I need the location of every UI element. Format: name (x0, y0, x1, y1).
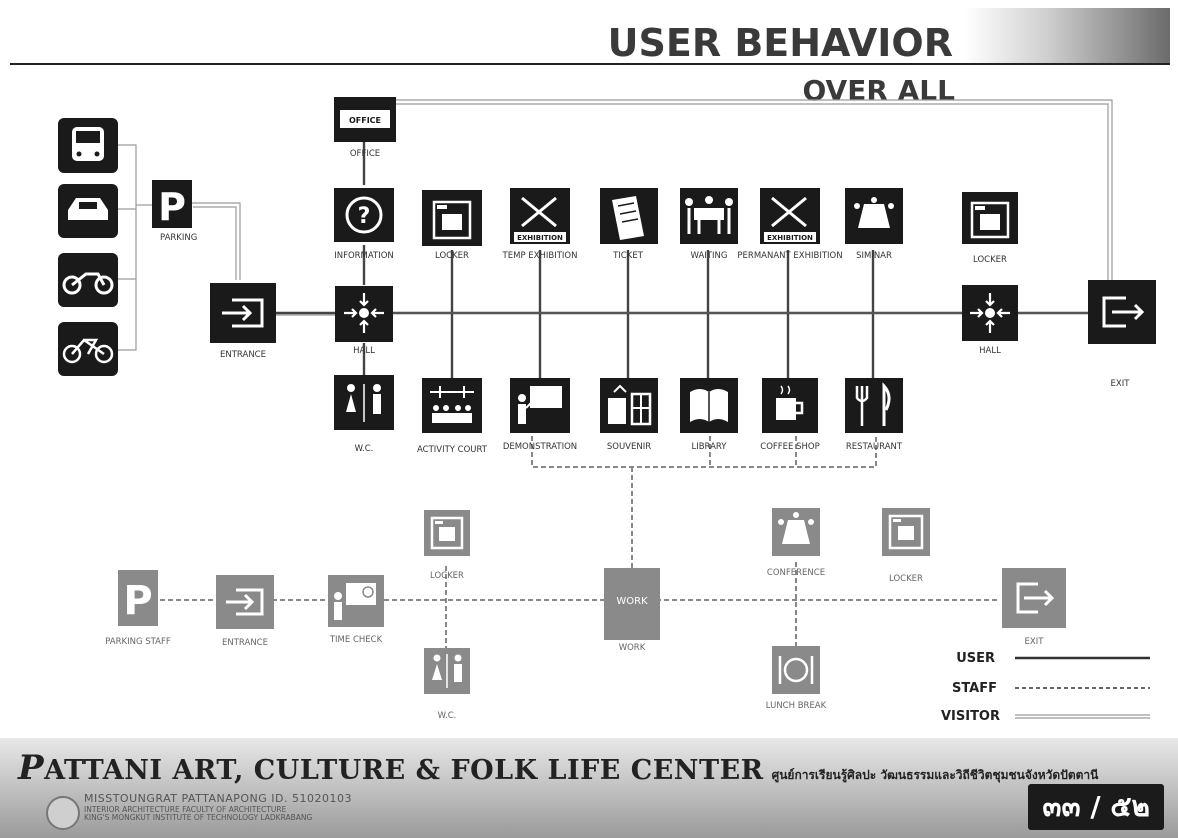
locker-label: LOCKER (435, 251, 469, 261)
exhibition-tag-permanent: EXHIBITION (767, 234, 813, 242)
staff-locker-label: LOCKER (430, 571, 464, 581)
staff-wc-label: W.C. (438, 711, 457, 721)
parking-label: PARKING (160, 233, 197, 243)
demonstration-label: DEMONSTRATION (503, 442, 577, 452)
footer-author: MISSTOUNGRAT PATTANAPONG ID. 51020103 (84, 792, 352, 805)
locker-2-label: LOCKER (973, 255, 1007, 265)
university-seal-icon (46, 796, 80, 830)
information-label: INFORMATION (334, 251, 394, 261)
footer-thai-title: ศูนย์การเรียนรู้ศิลปะ วัฒนธรรมและวิถีชีว… (771, 768, 1099, 782)
footer-banner: PATTANI ART, CULTURE & FOLK LIFE CENTER ศ… (0, 738, 1178, 838)
exhibition-tag-temp: EXHIBITION (517, 234, 563, 242)
staff-entrance-label: ENTRANCE (222, 638, 268, 648)
footer-info: MISSTOUNGRAT PATTANAPONG ID. 51020103 IN… (84, 792, 352, 823)
svg-text:P: P (158, 185, 186, 229)
parking-icon (152, 180, 192, 228)
ticket-label: TICKET (612, 251, 644, 261)
svg-text:?: ? (358, 204, 371, 229)
legend-user: USER (956, 651, 995, 666)
page-subtitle: OVER ALL (802, 74, 955, 107)
staff-parking-icon (118, 570, 158, 626)
coffee-shop-label: COFFEE SHOP (760, 442, 819, 452)
behavior-diagram: USER BEHAVIOR OVER ALL (10, 8, 1170, 724)
permanent-exhibition-label: PERMANANT EXHIBITION (737, 251, 842, 261)
legend-staff: STAFF (952, 681, 997, 696)
work-box (604, 568, 660, 640)
time-check-label: TIME CHECK (329, 635, 383, 645)
souvenir-label: SOUVENIR (607, 442, 651, 452)
footer-title: PATTANI ART, CULTURE & FOLK LIFE CENTER ศ… (18, 748, 1098, 788)
staff-exit-label: EXIT (1025, 637, 1045, 647)
footer-title-rest: ATTANI ART, CULTURE & FOLK LIFE CENTER (44, 755, 764, 786)
conference-label: CONFERENCE (767, 568, 825, 578)
svg-text:P: P (123, 578, 152, 624)
vehicle-column (58, 118, 118, 376)
footer-faculty: INTERIOR ARCHITECTURE FACULTY OF ARCHITE… (84, 804, 287, 814)
restaurant-label: RESTAURANT (846, 442, 903, 452)
office-tag: OFFICE (349, 116, 381, 125)
waiting-label: WAITING (691, 251, 728, 261)
work-label: WORK (619, 643, 646, 653)
staff-lines (160, 436, 1000, 650)
footer-title-initial: P (18, 748, 45, 788)
office-label: OFFICE (350, 149, 380, 159)
staff-locker-2-label: LOCKER (889, 574, 923, 584)
wc-label: W.C. (355, 444, 374, 454)
temp-exhibition-label: TEMP EXHIBITION (502, 251, 578, 261)
activity-court-label: ACTIVITY COURT (417, 445, 488, 455)
hall-label: HALL (353, 346, 375, 356)
footer-institute: KING'S MONGKUT INSTITUTE OF TECHNOLOGY L… (84, 813, 313, 823)
entrance-label: ENTRANCE (220, 350, 266, 360)
legend-visitor: VISITOR (941, 709, 1000, 724)
legend: USER STAFF VISITOR (941, 651, 1150, 724)
hall-2-label: HALL (979, 346, 1001, 356)
user-lines (276, 138, 1088, 378)
siminar-label: SIMINAR (856, 251, 892, 261)
page-title: USER BEHAVIOR (608, 21, 953, 65)
lunch-break-label: LUNCH BREAK (766, 701, 827, 711)
header-photo (965, 8, 1170, 63)
staff-parking-label: PARKING STAFF (105, 637, 171, 647)
page-number: ๓๓ / ๕๒ (1028, 784, 1164, 830)
restaurant-icon (845, 378, 903, 433)
library-label: LIBRARY (691, 442, 727, 452)
work-box-label: WORK (616, 596, 648, 607)
activity-court-icon (422, 378, 482, 433)
exit-label: EXIT (1111, 379, 1131, 389)
